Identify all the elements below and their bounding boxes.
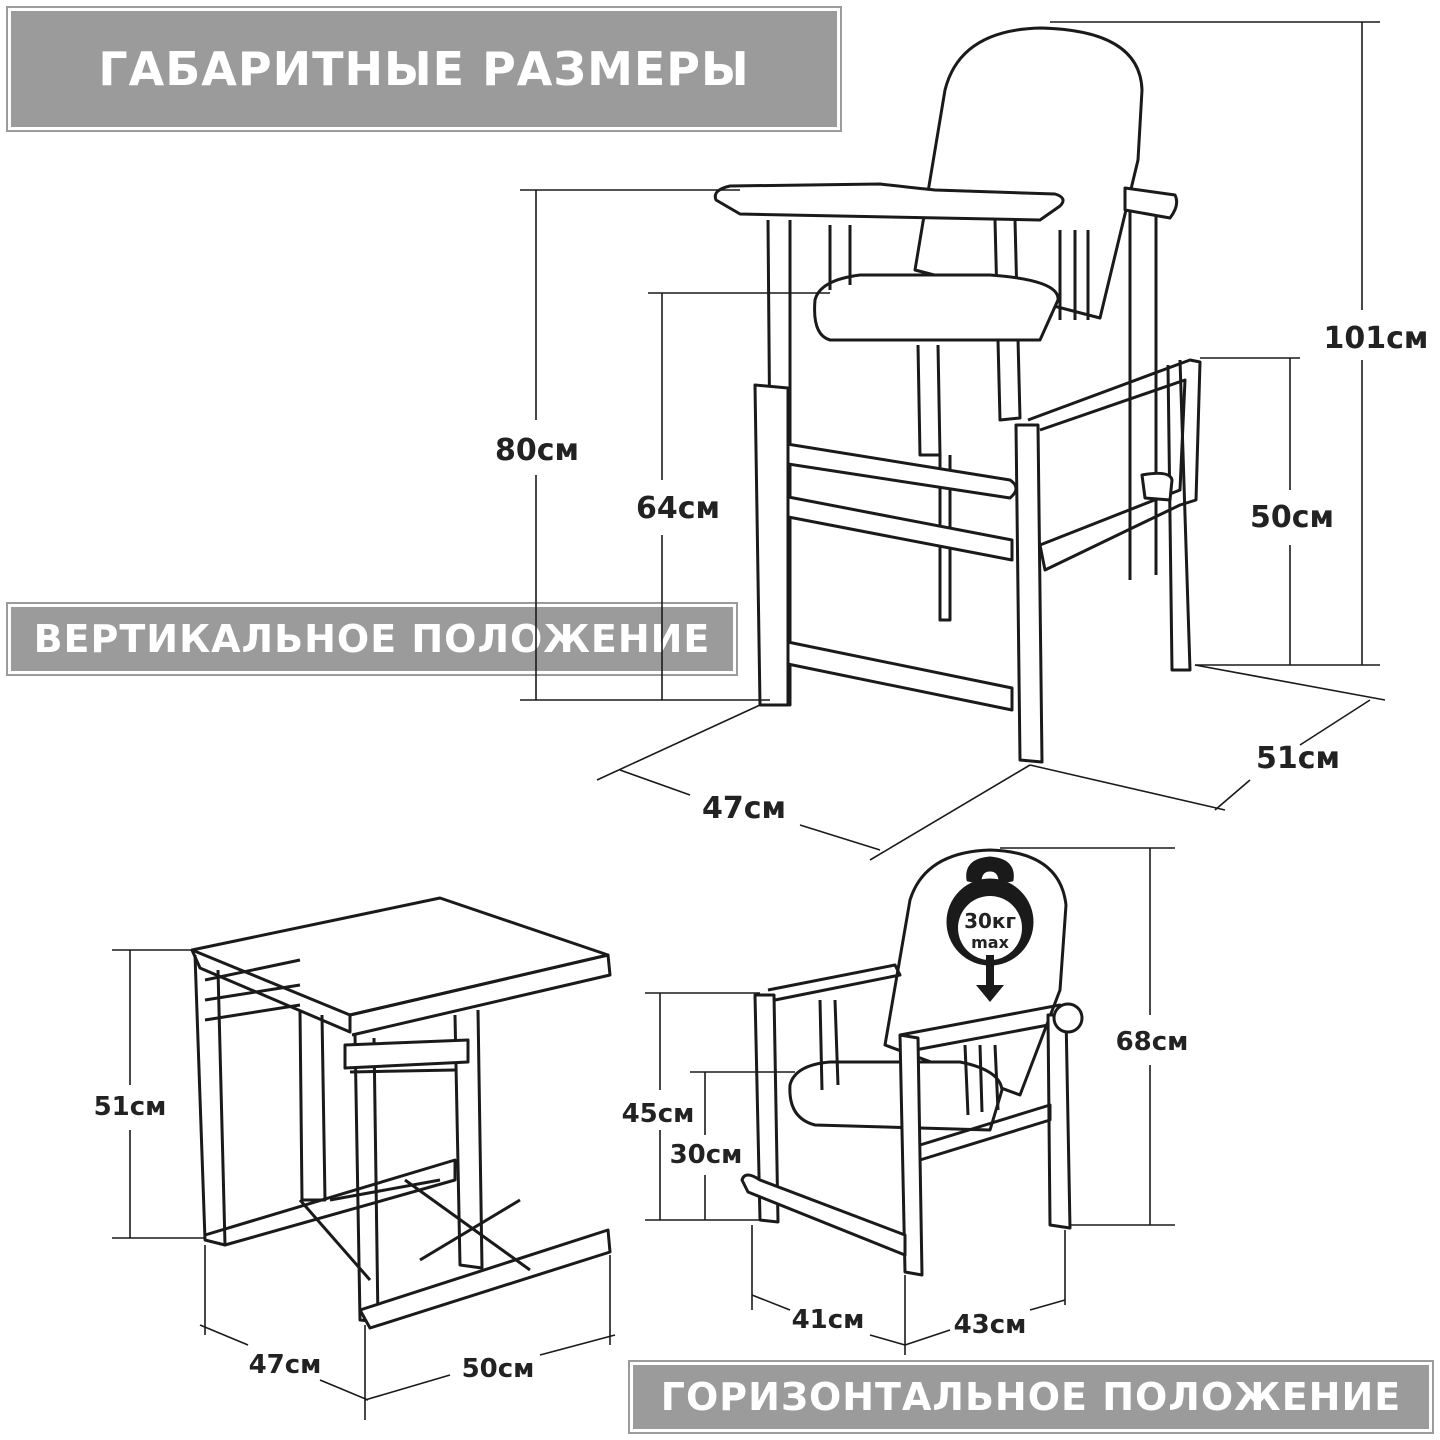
chair-illustration — [740, 848, 1084, 1277]
table-width-label: 47см — [249, 1350, 322, 1380]
depth-label: 51см — [1256, 741, 1340, 776]
table-depth-label: 50см — [462, 1354, 535, 1384]
table-height-label: 50см — [1250, 500, 1334, 535]
total-height-label: 101см — [1324, 321, 1429, 356]
tray-height-label: 80см — [495, 433, 579, 468]
chair-total-height-label: 68см — [1116, 1027, 1189, 1057]
chair-seat-height-label: 30см — [670, 1140, 743, 1170]
vertical-position-banner: ВЕРТИКАЛЬНОЕ ПОЛОЖЕНИЕ — [6, 602, 738, 676]
chair-width-label: 41см — [792, 1305, 865, 1335]
max-load-value: 30кг — [964, 909, 1016, 933]
chair-depth-label: 43см — [954, 1310, 1027, 1340]
high-chair-illustration — [713, 26, 1202, 764]
kettlebell-icon — [946, 856, 1034, 1002]
horizontal-position-banner: ГОРИЗОНТАЛЬНОЕ ПОЛОЖЕНИЕ — [628, 1360, 1434, 1434]
max-load-note: max — [971, 933, 1009, 952]
seat-height-label: 64см — [636, 491, 720, 526]
width-label: 47см — [702, 791, 786, 826]
table-illustration — [190, 896, 612, 1330]
title-banner: ГАБАРИТНЫЕ РАЗМЕРЫ — [6, 6, 842, 132]
table-height-label: 51см — [94, 1092, 167, 1122]
chair-armrest-height-label: 45см — [622, 1099, 695, 1129]
